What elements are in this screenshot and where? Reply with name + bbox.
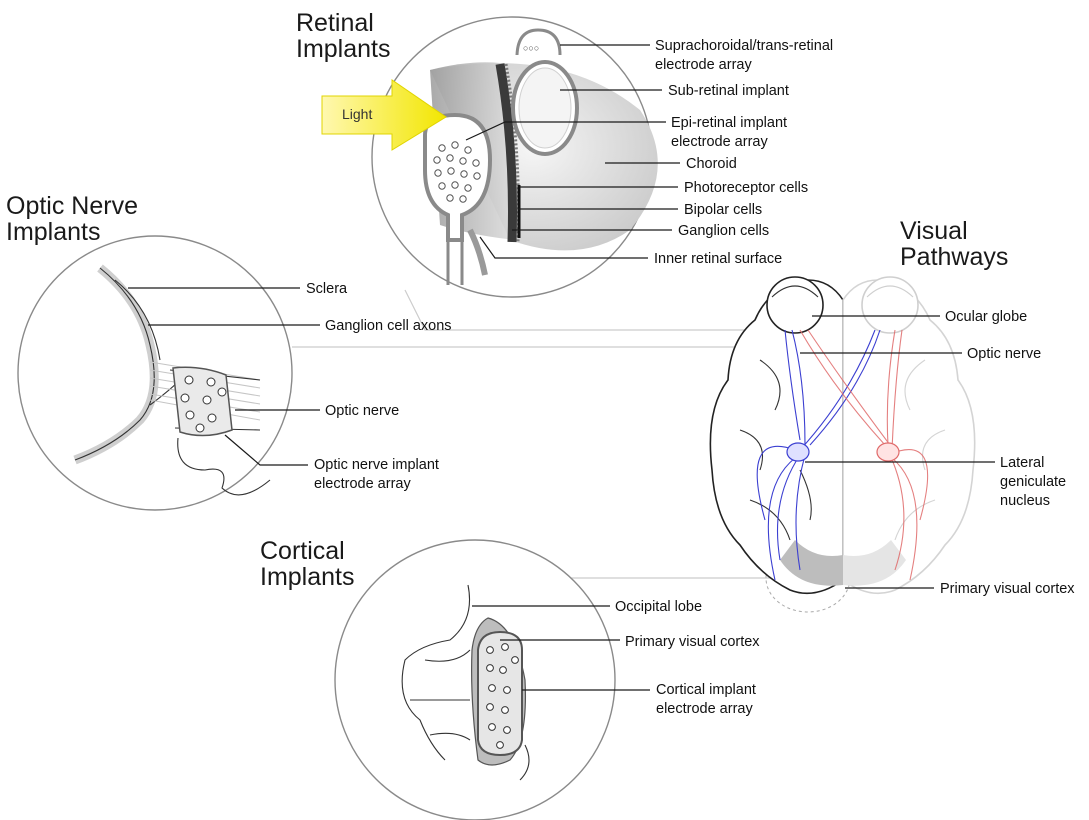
label-primary-visual-cortex-cortical: Primary visual cortex [625, 634, 760, 650]
label-inner-retinal-surface: Inner retinal surface [654, 251, 782, 267]
label-geniculate: geniculate [1000, 474, 1066, 490]
cortical-implants-section: Cortical Implants [260, 537, 760, 820]
cortical-title-line1: Cortical [260, 537, 345, 565]
svg-text:○○○: ○○○ [523, 43, 539, 53]
cortical-labels: Occipital lobe Primary visual cortex Cor… [615, 599, 760, 717]
label-optic-nerve-implant-line2: electrode array [314, 476, 411, 492]
label-suprachoroidal: Suprachoroidal/trans-retinal [655, 38, 833, 54]
cortical-title-line2: Implants [260, 563, 354, 591]
label-optic-nerve-left: Optic nerve [325, 403, 399, 419]
label-ganglion-cells: Ganglion cells [678, 223, 769, 239]
visual-title-line1: Visual [900, 217, 968, 245]
light-label: Light [342, 106, 372, 122]
label-primary-visual-cortex-right: Primary visual cortex [940, 581, 1075, 597]
label-occipital-lobe: Occipital lobe [615, 599, 702, 615]
label-suprachoroidal-line2: electrode array [655, 57, 752, 73]
label-sub-retinal-implant: Sub-retinal implant [668, 83, 789, 99]
brain-illustration [710, 277, 974, 593]
label-cortical-implant-line2: electrode array [656, 701, 753, 717]
label-photoreceptor-cells: Photoreceptor cells [684, 180, 808, 196]
visual-pathways-section: Visual Pathways [710, 217, 1075, 597]
label-nucleus: nucleus [1000, 493, 1050, 509]
label-sclera: Sclera [306, 281, 348, 297]
optic-nerve-implants-section: Optic Nerve Implants [6, 192, 452, 510]
retinal-title-line2: Implants [296, 35, 390, 63]
optic-labels: Sclera Ganglion cell axons Optic nerve O… [306, 281, 452, 492]
label-ganglion-cell-axons: Ganglion cell axons [325, 318, 452, 334]
label-optic-nerve-right: Optic nerve [967, 346, 1041, 362]
label-bipolar-cells: Bipolar cells [684, 202, 762, 218]
visual-title-line2: Pathways [900, 243, 1008, 271]
retinal-title-line1: Retinal [296, 9, 374, 37]
label-optic-nerve-implant: Optic nerve implant [314, 457, 439, 473]
optic-title-line1: Optic Nerve [6, 192, 138, 220]
optic-title-line2: Implants [6, 218, 100, 246]
label-epi-retinal: Epi-retinal implant [671, 115, 787, 131]
label-ocular-globe: Ocular globe [945, 309, 1027, 325]
label-cortical-implant: Cortical implant [656, 682, 756, 698]
retinal-labels: Suprachoroidal/trans-retinal electrode a… [654, 38, 833, 267]
label-epi-retinal-line2: electrode array [671, 134, 768, 150]
label-lateral: Lateral [1000, 455, 1044, 471]
label-choroid: Choroid [686, 156, 737, 172]
retinal-implants-section: Retinal Implants ○○○ [296, 9, 833, 297]
